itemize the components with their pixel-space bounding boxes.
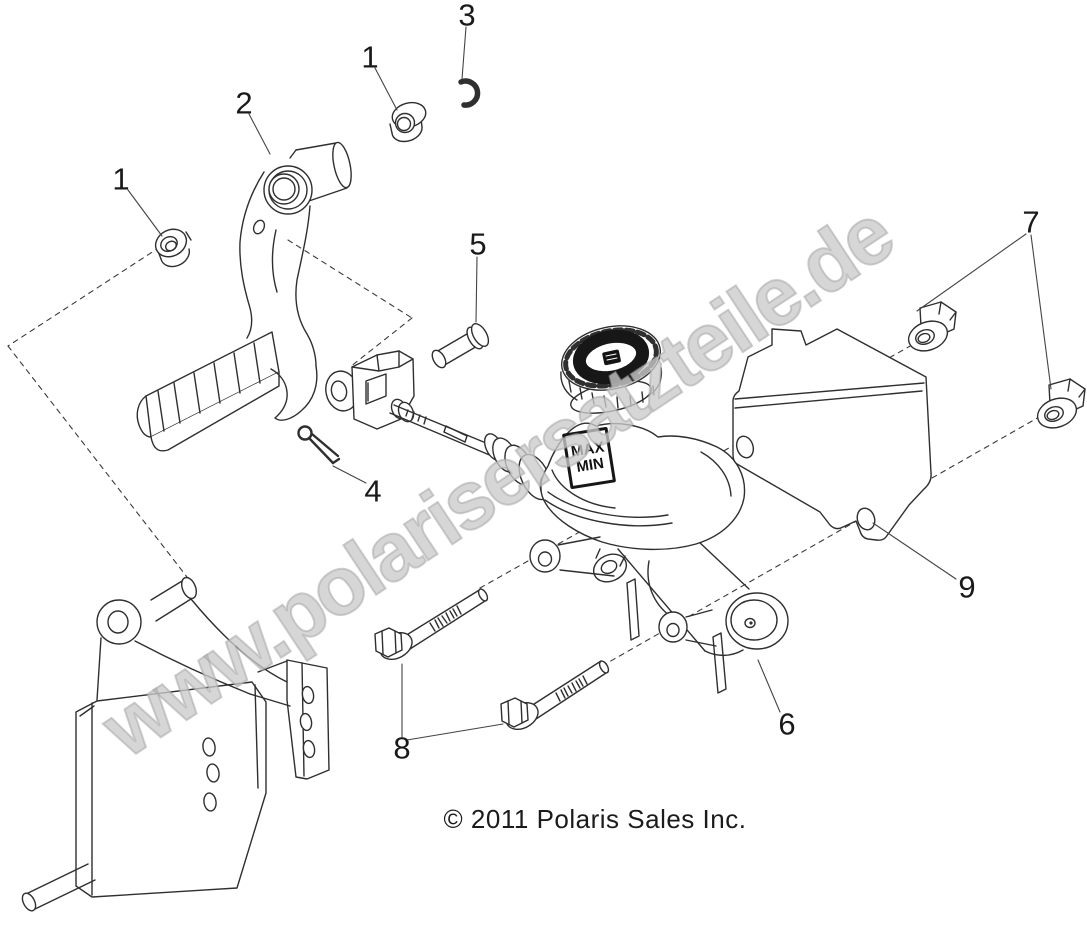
cotter-pin-drawing: [297, 425, 341, 465]
reservoir-min-label: MIN: [575, 454, 606, 476]
callout-3-e-clip: 3: [458, 0, 476, 33]
clevis-pushrod-drawing: [325, 350, 567, 511]
e-clip-drawing: [458, 78, 481, 108]
pivot-bushing-left-drawing: [154, 228, 192, 268]
brake-pedal-drawing: [136, 141, 352, 452]
master-cylinder-drawing: [529, 325, 789, 694]
mount-bolt-drawing-upper: [374, 588, 489, 660]
callout-4-cotter-pin: 4: [364, 473, 382, 509]
callout-6-master-cylinder: 6: [778, 706, 796, 742]
callout-1-bushing-top: 1: [361, 39, 379, 75]
flange-nut-drawing-lower: [1036, 378, 1086, 429]
callout-2-pedal-lever: 2: [235, 85, 253, 121]
flange-nut-drawing-upper: [907, 301, 957, 352]
mount-bracket-drawing: [21, 576, 330, 912]
mount-bolt-drawing-lower: [500, 660, 610, 730]
callout-9-mount-plate: 9: [958, 569, 976, 605]
mount-plate-drawing: [732, 328, 932, 541]
copyright-text: © 2011 Polaris Sales Inc.: [443, 804, 747, 834]
clevis-pin-drawing: [431, 322, 490, 369]
reservoir-max-min-label: MAX MIN: [561, 426, 617, 490]
pivot-bushing-top-drawing: [389, 101, 427, 143]
callout-8-mount-bolt: 8: [393, 730, 411, 766]
callout-5-clevis-pin: 5: [469, 226, 487, 262]
callout-7-flange-nut: 7: [1022, 204, 1040, 240]
callout-leader-lines: [127, 26, 1052, 741]
callout-1-bushing-left: 1: [112, 161, 130, 197]
